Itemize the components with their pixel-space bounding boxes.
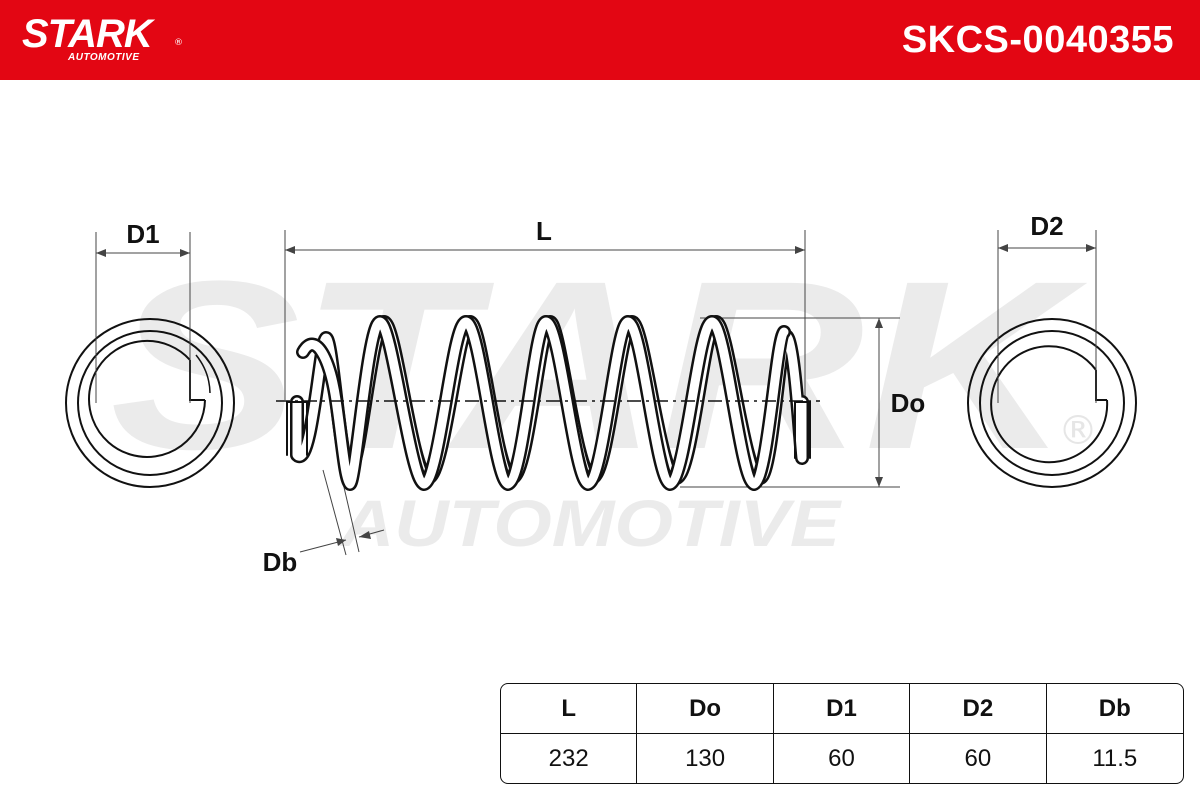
dimension-wire-diameter <box>299 469 385 556</box>
label-outer-diameter: Do <box>891 388 926 418</box>
dimension-outer-diameter <box>680 317 900 488</box>
logo-brand-text: STARK <box>22 12 153 56</box>
logo-registered-mark: ® <box>174 38 183 48</box>
label-length: L <box>536 216 552 246</box>
label-d2: D2 <box>1030 211 1063 241</box>
watermark-registered-mark: ® <box>1058 408 1098 454</box>
dimension-length <box>284 230 806 400</box>
dimension-d2 <box>997 230 1097 403</box>
watermark-sub: AUTOMOTIVE <box>338 486 843 560</box>
end-view-right <box>967 318 1137 488</box>
spring-diagram: STARK AUTOMOTIVE ® D1 D2 <box>65 211 1137 577</box>
stark-logo: STARK ® AUTOMOTIVE <box>22 12 183 68</box>
dimension-d1 <box>95 232 191 403</box>
spec-table: L Do D1 D2 Db 232 130 60 60 11.5 <box>500 683 1184 784</box>
spec-header-d2: D2 <box>910 684 1047 734</box>
label-wire-diameter: Db <box>263 547 298 577</box>
logo-sub-text: AUTOMOTIVE <box>68 52 140 63</box>
spec-header-d1: D1 <box>773 684 911 734</box>
spec-value-l: 232 <box>501 734 638 783</box>
spec-header-db: Db <box>1046 684 1183 734</box>
part-number: SKCS-0040355 <box>901 19 1174 61</box>
spec-value-db: 11.5 <box>1092 745 1138 772</box>
spec-value-do: 130 <box>637 734 774 783</box>
spec-header-do: Do <box>637 684 774 734</box>
label-d1: D1 <box>126 219 159 249</box>
spec-value-d1: 60 <box>774 734 911 783</box>
spec-header-l: L <box>501 684 638 734</box>
header-bar: STARK ® AUTOMOTIVE SKCS-0040355 <box>0 0 1200 80</box>
spec-value-d2: 60 <box>910 734 1047 783</box>
